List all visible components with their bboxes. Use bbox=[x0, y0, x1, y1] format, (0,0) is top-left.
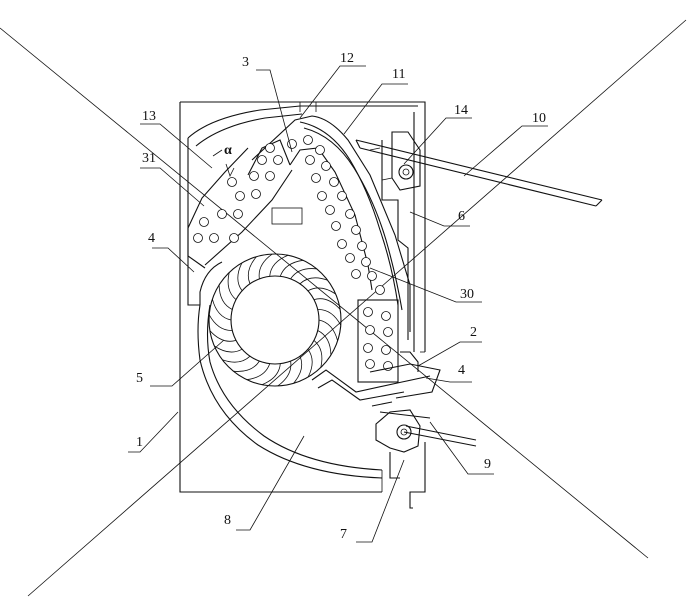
label-14: 14 bbox=[454, 103, 468, 118]
fan-blade bbox=[277, 361, 292, 387]
fan-blade bbox=[222, 355, 251, 363]
fan-blade bbox=[279, 259, 304, 277]
label-4-upper: 4 bbox=[148, 231, 155, 246]
label-8: 8 bbox=[224, 513, 231, 528]
label-1: 1 bbox=[136, 435, 143, 450]
fan-blade bbox=[212, 299, 232, 321]
label-9: 9 bbox=[484, 457, 491, 472]
fan-blade bbox=[246, 363, 271, 381]
callout-labels: 1 2 3 4 4 5 6 7 8 9 10 11 12 13 14 30 31 bbox=[136, 51, 546, 542]
fan-blades bbox=[208, 253, 342, 387]
lower-bracket bbox=[375, 409, 477, 479]
housing-casing bbox=[179, 101, 426, 509]
fan-blade bbox=[293, 356, 303, 384]
fan-blade bbox=[247, 256, 257, 284]
coil-tube-holes bbox=[193, 135, 385, 295]
label-2: 2 bbox=[470, 325, 477, 340]
label-30: 30 bbox=[460, 287, 474, 302]
fan-blade bbox=[313, 298, 341, 310]
fan-blade bbox=[261, 363, 281, 386]
label-4-lower: 4 bbox=[458, 363, 465, 378]
lower-coil-block bbox=[357, 299, 399, 383]
label-13: 13 bbox=[142, 109, 156, 124]
angle-alpha-label: α bbox=[224, 143, 232, 158]
label-10: 10 bbox=[532, 111, 546, 126]
fan-blade bbox=[218, 284, 233, 310]
evaporator-coil bbox=[187, 115, 411, 332]
fan-blade bbox=[233, 360, 260, 372]
fan-blade bbox=[237, 262, 243, 292]
fan-blade bbox=[209, 330, 237, 342]
cross-flow-fan bbox=[208, 253, 342, 387]
upper-bracket bbox=[381, 131, 421, 191]
label-5: 5 bbox=[136, 371, 143, 386]
label-6: 6 bbox=[458, 209, 465, 224]
fan-blade bbox=[313, 340, 323, 368]
fan-blade bbox=[290, 268, 317, 280]
label-11: 11 bbox=[392, 67, 405, 82]
fan-blade bbox=[318, 319, 338, 341]
fan-blade bbox=[317, 309, 342, 326]
fan-blade bbox=[227, 272, 237, 300]
left-wall-and-volute bbox=[187, 138, 383, 492]
fan-blade bbox=[258, 253, 273, 279]
fan-blade bbox=[307, 287, 336, 295]
fan-blade bbox=[307, 348, 313, 378]
fan-blade bbox=[317, 330, 332, 356]
fan-blade bbox=[299, 277, 328, 285]
label-7: 7 bbox=[340, 527, 347, 542]
label-31: 31 bbox=[142, 151, 156, 166]
fan-blade bbox=[269, 254, 289, 277]
right-panel bbox=[369, 112, 415, 352]
leader-lines bbox=[128, 65, 548, 543]
top-duct-wall bbox=[187, 105, 418, 147]
fan-blade bbox=[214, 345, 243, 353]
label-12: 12 bbox=[340, 51, 354, 66]
cross-out-mark bbox=[0, 19, 687, 597]
label-3: 3 bbox=[242, 55, 249, 70]
upper-guide-rail bbox=[355, 139, 603, 207]
fan-blade bbox=[208, 314, 233, 331]
angle-alpha-marker: α bbox=[212, 143, 235, 178]
lower-deflector-assembly bbox=[311, 351, 441, 407]
